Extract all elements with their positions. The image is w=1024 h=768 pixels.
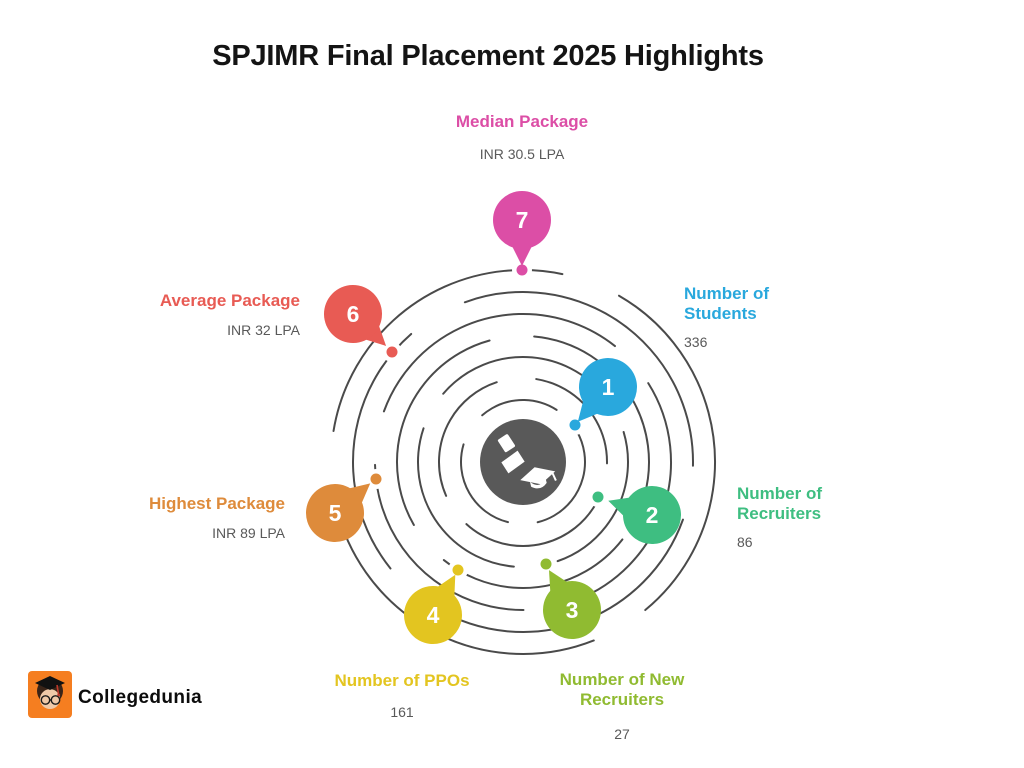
pin-number-5: 5 [329, 500, 342, 526]
brand-logo: Collegedunia [28, 671, 288, 721]
label-highest-package: Highest Package [148, 494, 285, 513]
pin-dot-3 [540, 558, 552, 570]
pin-dot-5 [370, 473, 382, 485]
value-average-package: INR 32 LPA [227, 322, 300, 338]
pin-dot-7 [516, 264, 528, 276]
pin-7 [493, 191, 551, 266]
spiral-ring [417, 356, 630, 568]
pin-dot-4 [452, 564, 464, 576]
center-medallion [480, 419, 566, 505]
pin-number-7: 7 [516, 207, 529, 233]
value-number-of-recruiters: 86 [737, 534, 753, 550]
label-average-package: Average Package [159, 291, 300, 310]
pin-circle [324, 285, 382, 343]
anchor-dots [366, 260, 608, 580]
pin-2 [608, 486, 681, 544]
balloon-pins: 1 2 3 4 5 6 7 [306, 191, 681, 644]
value-number-of-new-recruiters: 27 [614, 726, 630, 742]
pin-circle [493, 191, 551, 249]
value-highest-package: INR 89 LPA [212, 525, 285, 541]
pin-1 [577, 358, 637, 422]
pin-number-6: 6 [347, 301, 360, 327]
pin-circle [579, 358, 637, 416]
label-number-of-new-recruiters: Number of New Recruiters [559, 670, 685, 710]
pin-number-2: 2 [646, 502, 659, 528]
pin-6 [324, 285, 387, 346]
label-number-of-students: Number of Students [684, 284, 769, 324]
pin-number-1: 1 [602, 374, 615, 400]
value-median-package: INR 30.5 LPA [479, 146, 565, 162]
label-median-package: Median Package [455, 112, 589, 131]
pin-dot-1 [569, 419, 581, 431]
pin-4 [404, 574, 462, 644]
pin-number-4: 4 [427, 602, 440, 628]
pin-number-3: 3 [566, 597, 579, 623]
label-number-of-recruiters: Number of Recruiters [737, 484, 822, 524]
graduation-cap-icon [497, 434, 557, 489]
pin-3 [543, 570, 601, 639]
pin-circle [404, 586, 462, 644]
pin-circle [623, 486, 681, 544]
value-number-of-students: 336 [684, 334, 708, 350]
pin-dot-6 [386, 346, 398, 358]
value-number-of-ppos: 161 [390, 704, 414, 720]
brand-name: Collegedunia [78, 687, 203, 708]
page-title: SPJIMR Final Placement 2025 Highlights [212, 40, 764, 72]
pin-circle [306, 484, 364, 542]
pin-dot-2 [592, 491, 604, 503]
pin-circle [543, 581, 601, 639]
collegedunia-mascot-icon [28, 671, 72, 718]
pin-5 [306, 483, 371, 542]
label-number-of-ppos: Number of PPOs [334, 671, 470, 690]
